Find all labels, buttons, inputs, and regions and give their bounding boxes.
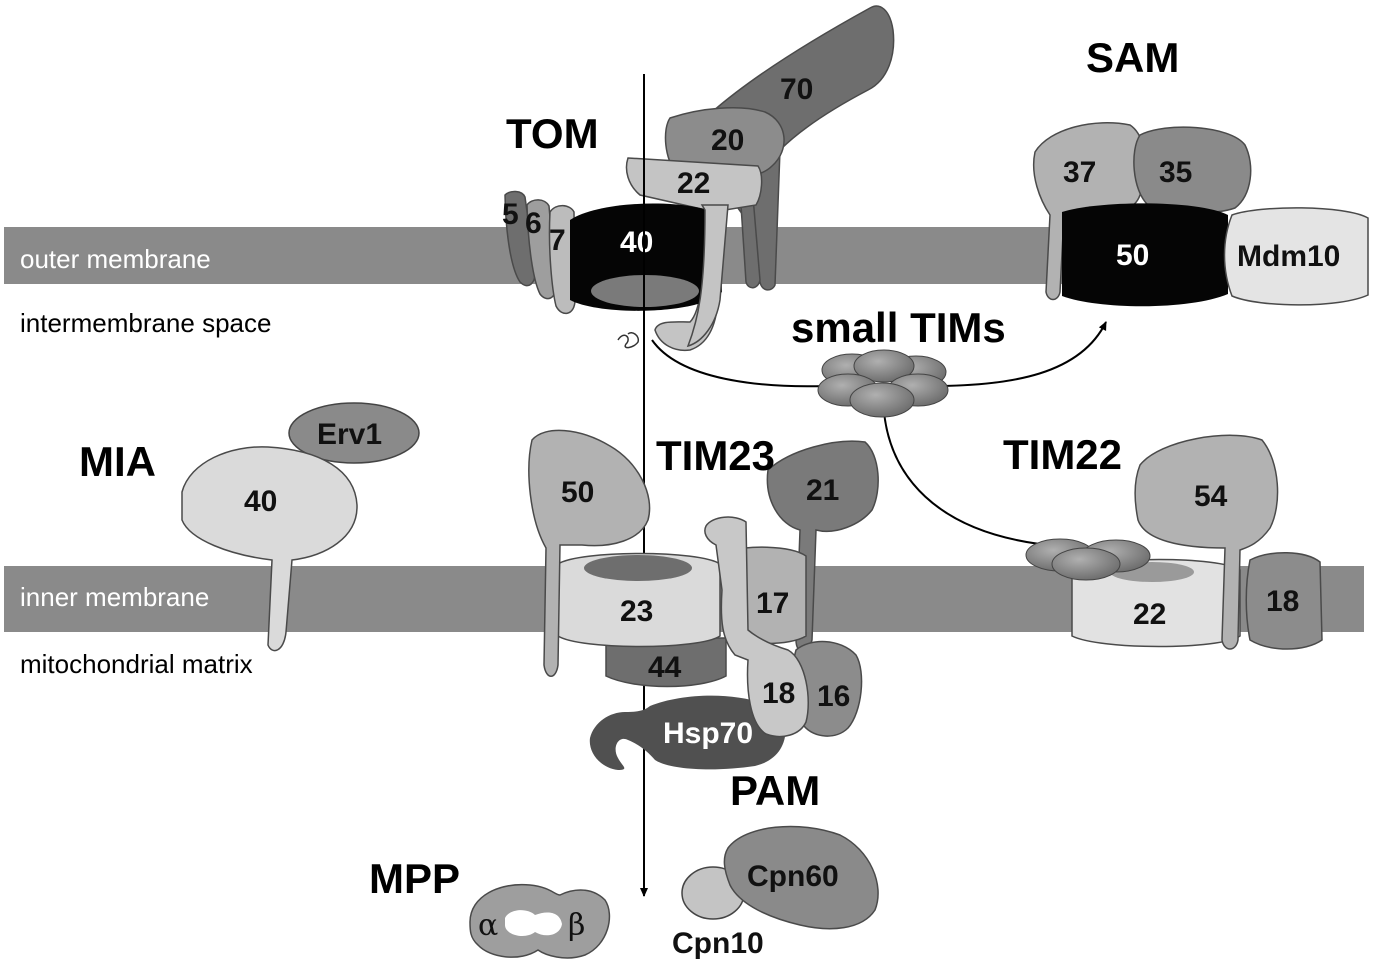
tom6-subunit <box>526 199 557 300</box>
mia-complex: MIA Erv1 40 <box>79 402 420 652</box>
tim22-label: 22 <box>1133 598 1166 631</box>
erv1-subunit <box>288 402 420 464</box>
tim17-label: 17 <box>756 587 789 620</box>
tim18-label: 18 <box>1266 585 1299 618</box>
tim54-subunit <box>1134 434 1279 650</box>
tim22-small-tim <box>1051 547 1121 581</box>
sam50-barrel <box>1062 203 1228 307</box>
mdm10-label: Mdm10 <box>1237 240 1340 273</box>
mpp-title: MPP <box>369 855 460 902</box>
tom-title: TOM <box>506 110 599 157</box>
erv1-label: Erv1 <box>317 418 382 451</box>
outer-membrane-label: outer membrane <box>20 244 211 274</box>
tom5-subunit <box>504 190 536 287</box>
hsp70-label: Hsp70 <box>663 717 753 750</box>
sam35-label: 35 <box>1159 156 1192 189</box>
mia40-subunit <box>181 446 358 652</box>
tom-complex: TOM 70 20 22 5 6 7 40 <box>502 5 895 352</box>
mdm10-subunit <box>1223 207 1369 306</box>
arrow-tom-to-smalltims <box>651 339 827 388</box>
inner-membrane-label: inner membrane <box>20 582 209 612</box>
pam16-label: 16 <box>817 680 850 713</box>
intermembrane-space-label: intermembrane space <box>20 308 271 338</box>
tim44-label: 44 <box>648 651 682 684</box>
arrow-smalltims-to-sam <box>939 321 1107 387</box>
tom7-label: 7 <box>549 224 566 257</box>
sam-complex: SAM 37 35 50 Mdm10 <box>1032 34 1369 307</box>
tim18-subunit <box>1245 552 1323 650</box>
cpn60-label: Cpn60 <box>747 860 839 893</box>
mpp-complex: MPP α β <box>369 855 611 959</box>
tim22-title: TIM22 <box>1003 431 1122 478</box>
sam37-label: 37 <box>1063 156 1096 189</box>
tim21-label: 21 <box>806 474 839 507</box>
mpp-cleft <box>505 910 562 936</box>
tom70-anchor <box>739 183 761 289</box>
tim22-complex: TIM22 54 22 18 <box>1003 431 1323 650</box>
sam35-subunit <box>1133 126 1252 214</box>
tim21-subunit <box>766 440 879 652</box>
arrow-smalltims-to-tim22 <box>883 411 1059 550</box>
tom6-label: 6 <box>525 207 542 240</box>
mpp-alpha-label: α <box>478 908 498 943</box>
tom70-subunit <box>711 5 895 291</box>
pam18-subunit <box>704 516 809 738</box>
pam18-label: 18 <box>762 677 795 710</box>
tom22-stem <box>686 204 729 348</box>
tom40-label: 40 <box>620 226 653 259</box>
mia40-label: 40 <box>244 485 277 518</box>
tim23-pore <box>584 555 692 581</box>
small-tim-unit <box>853 349 915 383</box>
small-tim-unit <box>849 382 915 418</box>
tim23-title: TIM23 <box>656 432 775 479</box>
tim44-subunit <box>605 637 727 688</box>
pam-title: PAM <box>730 767 820 814</box>
cpn10-label: Cpn10 <box>672 927 764 960</box>
sam50-label: 50 <box>1116 239 1149 272</box>
matrix-label: mitochondrial matrix <box>20 649 253 679</box>
mpp-beta-label: β <box>568 908 585 943</box>
tim50-label: 50 <box>561 476 594 509</box>
tim23-label: 23 <box>620 595 653 628</box>
tim50-subunit <box>528 429 651 677</box>
small-tims-complex: small TIMs <box>651 304 1107 550</box>
mia-title: MIA <box>79 438 156 485</box>
tom5-label: 5 <box>502 198 519 231</box>
hsp70-subunit <box>589 695 786 770</box>
tom70-label: 70 <box>780 73 813 106</box>
sam-title: SAM <box>1086 34 1179 81</box>
tom20-label: 20 <box>711 124 744 157</box>
chaperonins: Cpn60 Cpn10 <box>672 825 879 960</box>
tim54-label: 54 <box>1194 480 1228 513</box>
cpn60-subunit <box>723 825 879 930</box>
tim23-complex: TIM23 50 21 23 17 44 18 16 Hsp70 PAM <box>528 429 879 814</box>
small-tims-title: small TIMs <box>791 304 1006 351</box>
tom7-subunit <box>548 204 576 315</box>
tom22-label: 22 <box>677 167 710 200</box>
precursor-squiggle <box>617 331 640 349</box>
